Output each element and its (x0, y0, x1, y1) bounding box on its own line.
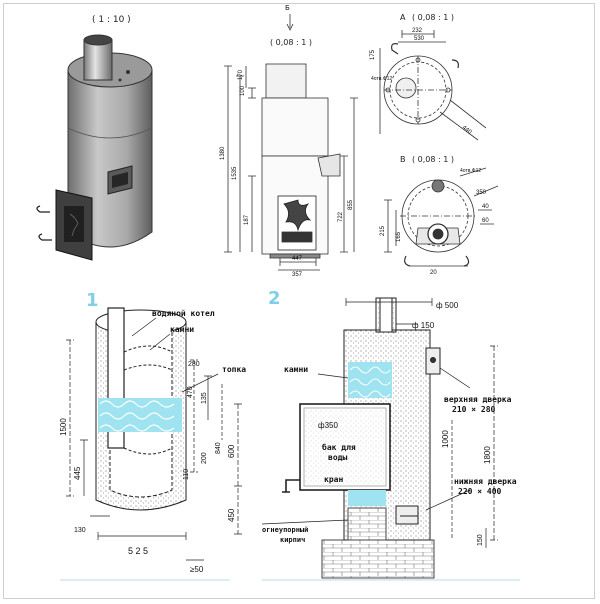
sketch-2-label-top-door-size: 210 × 280 (452, 405, 496, 414)
sketch-2-dim-1000: 1000 (441, 430, 450, 448)
front-view-scale: ( 0,08 : 1 ) (270, 38, 312, 47)
sketch-1-label-firebox: топка (222, 365, 246, 374)
stove-seam (67, 127, 153, 139)
chimney-pipe (83, 39, 113, 81)
dim-722: 722 (338, 211, 344, 222)
view-a-dim-holes: 4отв.Ф12 (371, 76, 392, 82)
view-a-drawing: А ( 0,08 : 1 ) 232 530 4отв.Ф12 440 175 (370, 13, 487, 141)
front-flame-icon (283, 199, 312, 232)
sketch-2-label-top-door: верхняя дверка (444, 395, 512, 404)
sketch-1-dim-445: 445 (73, 466, 82, 480)
door-handle-top (36, 205, 50, 213)
dim-170: 170 (238, 69, 244, 80)
view-a-chimney (395, 77, 417, 99)
dim-100: 100 (240, 85, 246, 96)
front-boiler (261, 97, 329, 157)
view-b-scale: ( 0,08 : 1 ) (412, 155, 454, 164)
sketch-2: 2 (60, 288, 520, 581)
view-a-label: А (400, 13, 406, 22)
sketch-2-lower-door (395, 505, 419, 525)
sketch-2-dim-600: 600 (227, 444, 236, 458)
view-b-dim-215: 215 (380, 225, 386, 236)
sketch-1-dim-135: 135 (201, 392, 208, 404)
sketch-1-dim-200: 200 (201, 452, 208, 464)
sketch-2-label-tap: кран (324, 475, 343, 484)
sketch-1: 1 (59, 290, 246, 574)
sketch-1-stones (98, 398, 182, 432)
sketch-2-stones (348, 362, 392, 398)
view-b-label: В (400, 155, 406, 164)
lid-hole (118, 78, 122, 82)
sketch-2-label-stones: камни (284, 365, 308, 374)
sketch-1-dim-280: 280 (188, 361, 200, 368)
firebox-glass (64, 206, 84, 242)
view-b-knob (431, 179, 445, 193)
dim-187: 187 (244, 214, 250, 225)
view-b-dim-350: 350 (476, 190, 487, 196)
sketch-2-dim-150b: 150 (477, 534, 484, 546)
dim-447: 447 (292, 256, 303, 262)
view-a-dim-175: 175 (370, 49, 376, 60)
front-upper-door (317, 153, 341, 177)
front-view-label: Б (285, 4, 290, 12)
sketch-2-dim-1800: 1800 (483, 446, 492, 464)
sketch-2-tap (282, 479, 300, 493)
front-chimney (265, 63, 307, 99)
view-b-dim-20: 20 (430, 270, 437, 276)
door-handle-bottom (38, 233, 52, 241)
sketch-1-label-boiler: водяной котел (152, 309, 215, 318)
sketch-1-dim-1500: 1500 (59, 418, 68, 436)
sheet-frame (3, 3, 595, 599)
view-a-dim-440: 440 (461, 125, 473, 136)
sketch-2-foundation (321, 539, 435, 579)
sketch-1-number: 1 (86, 290, 99, 311)
sketch-2-dim-500: ф 500 (436, 301, 459, 310)
view-a-handle (391, 43, 399, 55)
view-b-dim-60: 60 (482, 218, 489, 224)
front-view-drawing: Б ( 0,08 : 1 ) 1380 1 (220, 4, 358, 278)
view-b-dim-holes: 4отв.Ф12 (460, 168, 481, 174)
sketch-1-dim-525: 5 2 5 (128, 546, 148, 556)
sketch-1-dim-840: 840 (215, 442, 222, 454)
upper-door-opening (112, 172, 128, 188)
render-scale-label: ( 1 : 10 ) (92, 15, 131, 25)
dim-1380: 1380 (220, 146, 226, 160)
view-a-scale: ( 0,08 : 1 ) (412, 13, 454, 22)
sketch-2-dim-150: ф 150 (412, 321, 435, 330)
dim-855: 855 (348, 199, 354, 210)
chimney-opening (83, 34, 113, 46)
front-logo-plate (281, 231, 313, 243)
lid-hole (126, 70, 130, 74)
sketch-2-label-brick: огнеупорный (262, 526, 308, 534)
view-a-dim-232: 232 (412, 28, 423, 34)
dim-1535: 1535 (232, 166, 238, 180)
sketch-2-label-bottom-door: нижняя дверка (454, 477, 517, 486)
sketch-1-dim-50: ≥50 (190, 565, 204, 574)
sketch-1-label-stones: камни (170, 325, 194, 334)
sketch-2-number: 2 (268, 288, 281, 309)
sketch-1-dim-130: 130 (74, 527, 86, 534)
sketch-2-dim-350: ф350 (318, 421, 338, 430)
view-a-dim-530: 530 (414, 36, 425, 42)
dim-357: 357 (292, 272, 303, 278)
view-b-legs (404, 255, 470, 267)
view-b-dim-40: 40 (482, 204, 489, 210)
sketch-2-label-bottom-door-size: 220 × 400 (458, 487, 502, 496)
sketch-2-dim-450: 450 (227, 508, 236, 522)
sketch-2-label-tank: бак для (322, 442, 356, 452)
view-b-dim-165: 165 (396, 231, 402, 242)
view-b-drawing: В ( 0,08 : 1 ) 215 165 4отв.Ф12 350 40 6… (380, 155, 499, 276)
sketch-2-label-tank2: воды (328, 453, 347, 462)
stove-3d-render: ( 1 : 10 ) (36, 15, 153, 261)
sketch-1-dim-110: 110 (183, 469, 190, 480)
sketch-2-label-brick2: кирпич (280, 536, 305, 544)
sketch-1-dim-470: 470 (187, 386, 194, 398)
